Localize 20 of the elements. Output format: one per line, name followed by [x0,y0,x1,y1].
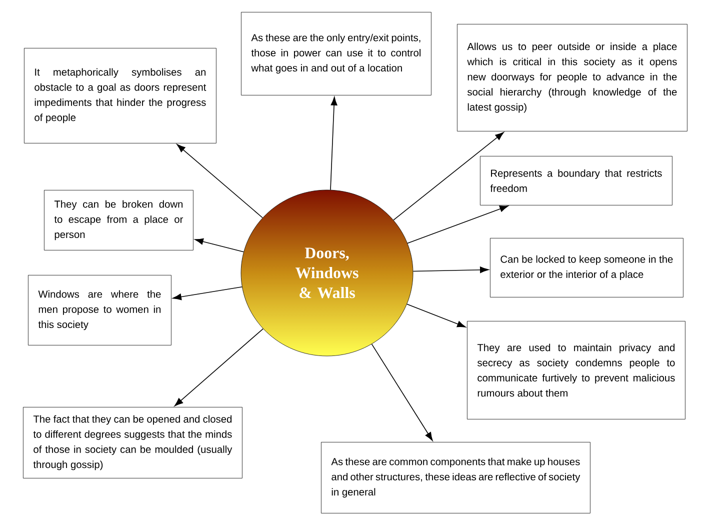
arrow [176,144,263,218]
text-box: The fact that they can be opened and closed to different degrees suggests that the minds of those in society can be moulded (usually through gossip) [23,406,242,478]
text-box: It metaphorically symbolises an obstacle to a goal as doors represent impediments that hinder the progress of people [24,48,216,144]
text-box: As these are common components that make up houses and other structures, these ideas are reflective of society in general [321,442,590,514]
text-box: Can be locked to keep someone in the exterior or the interior of a place [490,238,684,298]
arrow [393,132,504,220]
text-box: As these are the only entry/exit points, those in power can use it to control what goes in and out of a location [241,12,432,96]
text-box: They are used to maintain privacy and secrecy as society condemns people to communicate furtively to prevent malicious rumours about them [467,320,686,420]
arrow [412,266,489,274]
arrow [194,238,244,252]
text-box: Represents a boundary that restricts freedom [480,156,672,206]
text-box: Allows us to peer outside or inside a place which is critical in this society as it opens new doorways for people to advance in the social hierarchy (through knowledge of the latest gossip) [457,24,688,132]
arrow [371,344,433,441]
arrow [174,328,264,406]
arrow [407,206,508,244]
arrow [330,96,338,190]
arrow [406,304,466,328]
text-box: Windows are where the men propose to women in this society [28,274,172,346]
arrow [172,286,242,300]
text-box: They can be broken down to escape from a place or person [44,190,194,250]
